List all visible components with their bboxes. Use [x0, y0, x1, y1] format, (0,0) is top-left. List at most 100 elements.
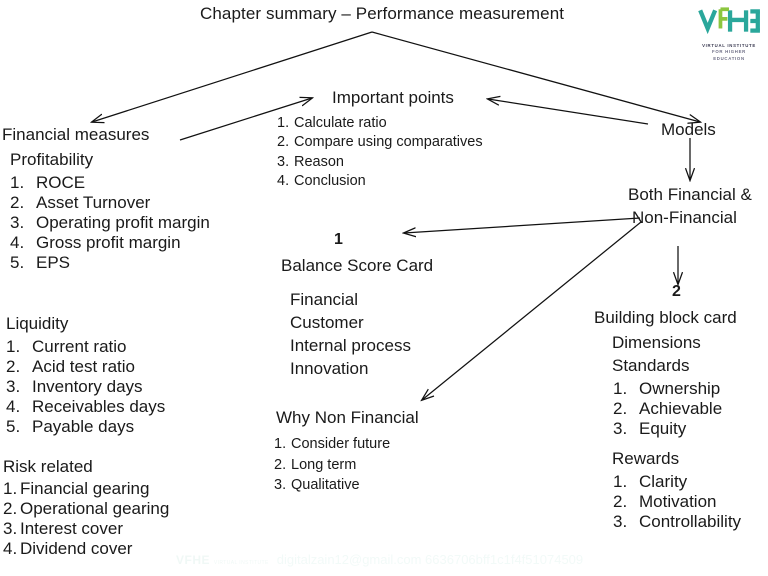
- list-item-number: 2.: [274, 456, 287, 473]
- list-item: 3. Inventory days: [6, 377, 165, 397]
- list-important-points: 1. Calculate ratio 2. Compare using comp…: [277, 114, 483, 191]
- list-item-label: Calculate ratio: [294, 115, 387, 131]
- list-item-label: Financial gearing: [20, 479, 150, 498]
- list-item: 2. Acid test ratio: [6, 357, 165, 377]
- arrow-both-to-balance: [404, 217, 641, 233]
- list-item-number: 1.: [613, 472, 628, 491]
- node-why-non-financial-heading: Why Non Financial: [276, 408, 419, 427]
- list-item: 2. Asset Turnover: [10, 193, 210, 213]
- list-item-number: 3.: [6, 377, 21, 397]
- node-financial-measures-heading: Financial measures: [2, 125, 150, 144]
- list-item-label: Operating profit margin: [36, 213, 210, 233]
- node-models: Models: [661, 120, 716, 139]
- list-item-number: 4.: [3, 539, 18, 559]
- node-building-block-rewards: Rewards: [612, 449, 680, 468]
- list-item-number: 3.: [613, 512, 628, 532]
- list-item: 1. Financial gearing: [3, 479, 169, 499]
- list-item: 1. Clarity: [613, 472, 741, 492]
- list-item-number: 4.: [277, 172, 290, 189]
- list-item: 4. Gross profit margin: [10, 233, 210, 253]
- page-title: Chapter summary – Performance measuremen…: [200, 4, 565, 23]
- list-balance-score-card: Financial Customer Internal process Inno…: [290, 289, 411, 381]
- arrow-title-to-models: [371, 31, 700, 122]
- list-item-label: Motivation: [639, 492, 717, 512]
- list-item-number: 2.: [3, 499, 18, 519]
- list-item-label: Payable days: [32, 417, 135, 437]
- list-item-label: ROCE: [36, 173, 86, 192]
- list-item-label: Receivables days: [32, 397, 166, 417]
- list-item-number: 3.: [3, 519, 18, 539]
- list-why-non-financial: 1. Consider future 2. Long term 3. Quali…: [274, 434, 390, 496]
- list-item: Internal process: [290, 335, 411, 355]
- list-item-label: Reason: [294, 153, 344, 170]
- list-item: 3. Reason: [277, 153, 483, 172]
- list-item: 1. Ownership: [613, 379, 722, 399]
- group-risk-related-label: Risk related: [3, 457, 93, 476]
- list-item: 2. Long term: [274, 455, 390, 476]
- list-item-number: 1.: [277, 115, 290, 131]
- list-item: 1. Calculate ratio: [277, 114, 483, 133]
- node-important-points-heading: Important points: [332, 88, 454, 107]
- list-item: 1. Current ratio: [6, 337, 165, 357]
- list-item-label: Inventory days: [32, 377, 143, 397]
- arrow-title-to-financial: [92, 31, 373, 122]
- group-liquidity-label: Liquidity: [6, 314, 69, 333]
- group-profitability-label: Profitability: [10, 150, 94, 169]
- list-item-label: Acid test ratio: [32, 357, 135, 377]
- node-both-financial-line1: Both Financial &: [628, 185, 752, 204]
- vfhe-wordmark-icon: [698, 7, 760, 35]
- node-building-block-dimensions: Dimensions: [612, 333, 701, 352]
- list-item-number: 2.: [613, 492, 628, 512]
- list-item-label: Qualitative: [291, 477, 360, 494]
- list-item: 5. Payable days: [6, 417, 165, 437]
- node-both-financial-line2: Non-Financial: [632, 208, 737, 227]
- list-item-number: 4.: [6, 397, 21, 417]
- node-building-block-card-number: 2: [672, 283, 681, 300]
- list-item-label: Current ratio: [32, 337, 127, 356]
- list-item: Innovation: [290, 358, 369, 378]
- list-item-label: Gross profit margin: [36, 233, 181, 253]
- list-item: 3. Interest cover: [3, 519, 169, 539]
- list-item-label: Dividend cover: [20, 539, 133, 559]
- list-liquidity: 1. Current ratio 2. Acid test ratio 3. I…: [6, 337, 165, 437]
- list-item-number: 5.: [6, 417, 21, 437]
- list-item-number: 1.: [3, 479, 18, 498]
- vfhe-logo: VIRTUAL INSTITUTE FOR HIGHER EDUCATION: [697, 4, 761, 61]
- list-item-label: Consider future: [291, 436, 391, 452]
- list-item: Customer: [290, 312, 364, 332]
- list-item-label: Asset Turnover: [36, 193, 151, 213]
- logo-subtitle-line1: VIRTUAL INSTITUTE: [702, 43, 756, 48]
- list-item: 3. Equity: [613, 419, 722, 439]
- list-item: 1. ROCE: [10, 173, 210, 193]
- list-item-number: 5.: [10, 253, 25, 273]
- list-item-label: Ownership: [639, 379, 721, 398]
- list-item: 2. Motivation: [613, 492, 741, 512]
- list-item-number: 1.: [10, 173, 25, 192]
- watermark-logo: VFHE VIRTUAL INSTITUTE: [176, 553, 269, 567]
- list-item-label: Long term: [291, 456, 357, 473]
- list-item-label: Clarity: [639, 472, 688, 491]
- list-item: 4. Receivables days: [6, 397, 165, 417]
- list-item-number: 3.: [277, 153, 290, 170]
- list-item-number: 1.: [274, 436, 287, 452]
- list-item: 2. Compare using comparatives: [277, 133, 483, 152]
- list-item: 2. Operational gearing: [3, 499, 169, 519]
- list-standards: 1. Ownership 2. Achievable 3. Equity: [613, 379, 722, 439]
- list-item: 4. Dividend cover: [3, 539, 169, 559]
- list-item: 4. Conclusion: [277, 172, 483, 191]
- list-item-number: 1.: [613, 379, 628, 398]
- list-item: 3. Controllability: [613, 512, 741, 532]
- list-profitability: 1. ROCE 2. Asset Turnover 3. Operating p…: [10, 173, 210, 273]
- list-rewards: 1. Clarity 2. Motivation 3. Controllabil…: [613, 472, 741, 532]
- list-item-number: 2.: [6, 357, 21, 377]
- watermark: VFHE VIRTUAL INSTITUTE digitalzain12@gma…: [176, 552, 583, 567]
- list-item-label: EPS: [36, 253, 71, 273]
- watermark-text: digitalzain12@gmail.com 6636706bff1c1f4f…: [276, 552, 584, 567]
- list-item-number: 2.: [613, 399, 628, 419]
- node-building-block-card-heading: Building block card: [594, 308, 737, 327]
- list-item-label: Operational gearing: [20, 499, 170, 519]
- list-item: 1. Consider future: [274, 434, 390, 455]
- node-building-block-standards: Standards: [612, 356, 690, 375]
- list-item-label: Interest cover: [20, 519, 123, 539]
